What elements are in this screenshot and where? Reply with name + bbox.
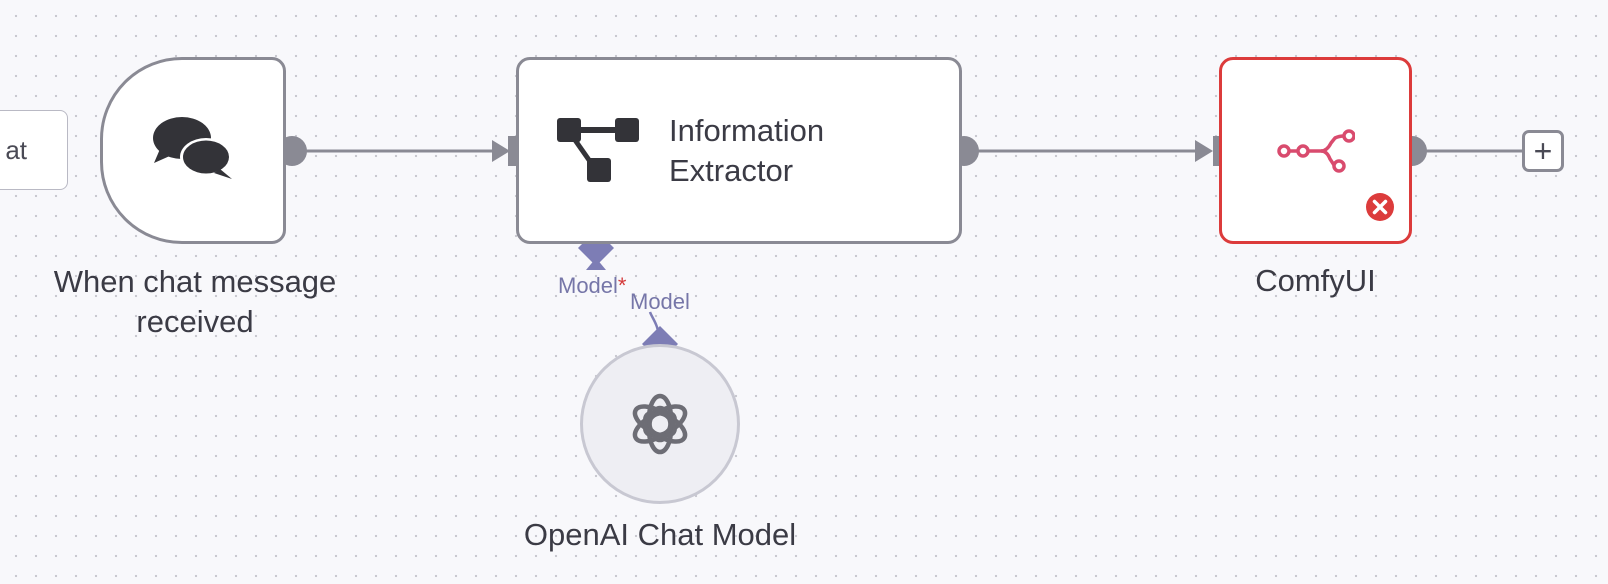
node-chat-trigger[interactable] (100, 57, 286, 244)
chat-bubbles-icon (152, 115, 234, 186)
extractor-model-input-label: Model* (558, 273, 626, 299)
required-marker: * (617, 273, 627, 298)
node-openai-chat-model[interactable] (580, 344, 740, 504)
openai-icon (629, 393, 691, 455)
openai-model-output-label: Model (630, 289, 690, 314)
model-connector-tip (586, 258, 606, 270)
arrowhead (1195, 140, 1213, 162)
arrowhead (492, 140, 510, 162)
trigger-node-label: When chat message received (53, 264, 337, 339)
node-information-extractor[interactable]: Information Extractor (516, 57, 962, 244)
comfy-node-label: ComfyUI (1255, 263, 1376, 298)
node-comfyui[interactable] (1219, 57, 1412, 244)
open-chat-button-label: at (5, 134, 27, 165)
error-x-icon[interactable] (1365, 192, 1395, 227)
openai-node-label: OpenAI Chat Model (523, 517, 797, 552)
plus-icon: + (1533, 132, 1553, 169)
extractor-tree-icon (557, 117, 641, 184)
add-node-button[interactable]: + (1522, 130, 1564, 172)
comfyui-icon (1276, 128, 1355, 173)
model-input-label-text: Model (558, 273, 618, 298)
open-chat-button[interactable]: at (0, 110, 68, 190)
extractor-node-label: Information Extractor (669, 112, 825, 188)
